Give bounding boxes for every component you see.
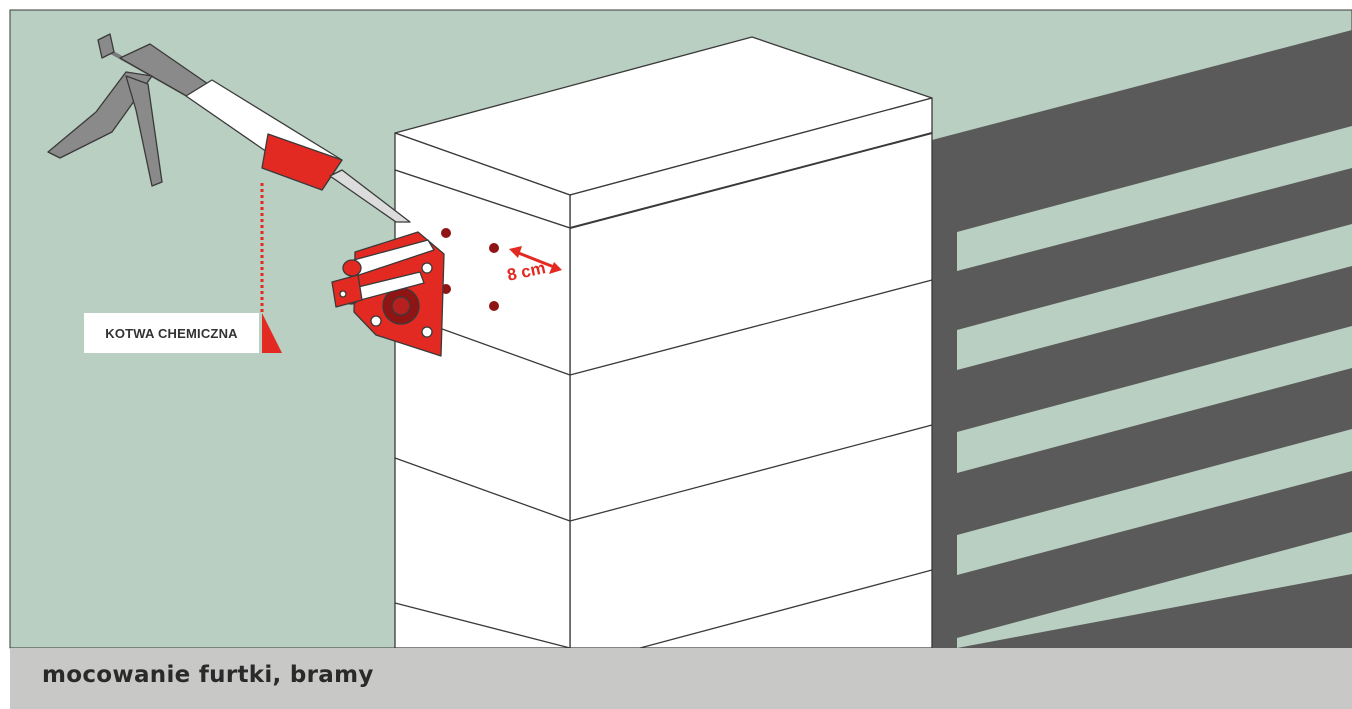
mounting-plate-icon xyxy=(331,231,445,357)
block-pillar xyxy=(394,36,933,649)
chemical-anchor-label-text: KOTWA CHEMICZNA xyxy=(105,325,238,341)
hole-marker xyxy=(441,228,451,238)
label-marker-triangle xyxy=(262,313,282,353)
chemical-anchor-label: KOTWA CHEMICZNA xyxy=(84,313,259,353)
fence-panel xyxy=(932,30,1352,648)
caption-text: mocowanie furtki, bramy xyxy=(42,662,374,688)
caulking-gun-icon xyxy=(47,33,411,223)
hole-marker xyxy=(489,243,499,253)
caption-bar: mocowanie furtki, bramy xyxy=(10,648,1352,709)
hole-marker xyxy=(489,301,499,311)
double-arrow-icon xyxy=(509,246,562,274)
